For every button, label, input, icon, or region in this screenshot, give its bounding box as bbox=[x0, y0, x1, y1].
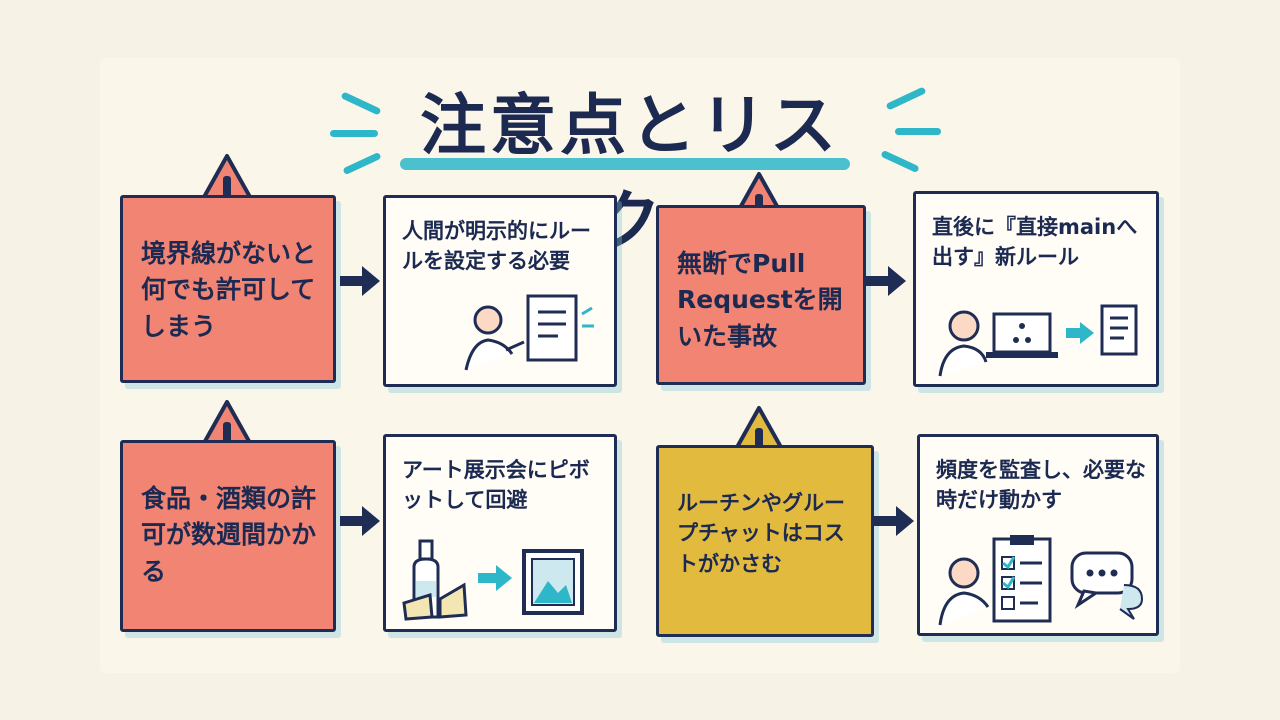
issue-text: 食品・酒類の許可が数週間かかる bbox=[141, 484, 317, 586]
title-spark bbox=[330, 130, 378, 137]
solution-text: 頻度を監査し、必要な時だけ動かす bbox=[936, 458, 1146, 513]
issue-note-2: 無断でPull Requestを開いた事故 bbox=[656, 205, 866, 385]
bottle-cheese-to-painting-icon bbox=[402, 539, 584, 621]
title-area: 注意点とリスク bbox=[330, 60, 950, 260]
title-spark bbox=[342, 151, 382, 176]
title-spark bbox=[340, 91, 382, 116]
issue-note-4: ルーチンやグループチャットはコストがかさむ bbox=[656, 445, 874, 637]
page-title: 注意点とリスク bbox=[420, 87, 840, 260]
person-laptop-document-icon bbox=[938, 304, 1138, 377]
title-spark bbox=[885, 86, 927, 111]
solution-text: 直後に『直接mainへ出す』新ルール bbox=[932, 215, 1138, 270]
person-checklist-chat-icon bbox=[938, 535, 1144, 626]
right-arrow-icon bbox=[340, 266, 380, 296]
solution-text: アート展示会にピボットして回避 bbox=[402, 458, 590, 513]
solution-card-1: 人間が明示的にルールを設定する必要 bbox=[383, 195, 617, 387]
title-underline bbox=[400, 158, 850, 170]
issue-note-1: 境界線がないと何でも許可してしまう bbox=[120, 195, 336, 383]
issue-note-3: 食品・酒類の許可が数週間かかる bbox=[120, 440, 336, 632]
solution-card-2: 直後に『直接mainへ出す』新ルール bbox=[913, 191, 1159, 387]
right-arrow-icon bbox=[340, 506, 380, 536]
issue-text: 無断でPull Requestを開いた事故 bbox=[677, 249, 843, 351]
right-arrow-icon bbox=[866, 266, 906, 296]
issue-text: 境界線がないと何でも許可してしまう bbox=[141, 239, 317, 341]
solution-card-4: 頻度を監査し、必要な時だけ動かす bbox=[917, 434, 1159, 636]
title-spark bbox=[895, 128, 941, 135]
solution-card-3: アート展示会にピボットして回避 bbox=[383, 434, 617, 632]
title-spark bbox=[880, 149, 920, 174]
right-arrow-icon bbox=[874, 506, 914, 536]
person-pointing-document-icon bbox=[464, 294, 594, 371]
issue-text: ルーチンやグループチャットはコストがかさむ bbox=[677, 491, 845, 576]
solution-text: 人間が明示的にルールを設定する必要 bbox=[402, 219, 591, 274]
